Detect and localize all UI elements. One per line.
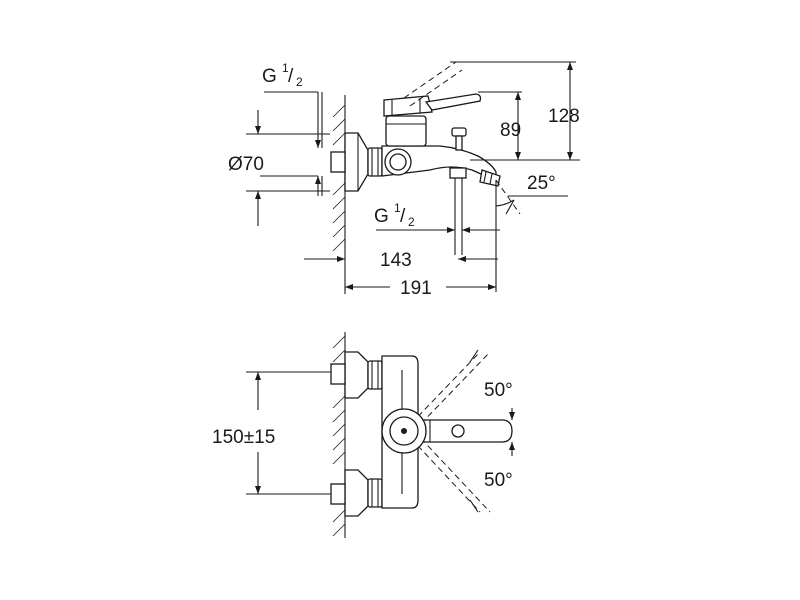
top-lever-swing bbox=[403, 351, 491, 513]
centre-distance-dimension: 150±15 bbox=[212, 371, 331, 495]
diameter-label: Ø70 bbox=[228, 154, 264, 175]
connector-nut bbox=[367, 147, 383, 177]
thread-bottom-sup: 1 bbox=[394, 201, 401, 215]
thread-top-sup: 1 bbox=[282, 61, 289, 75]
thread-top-prefix: G bbox=[262, 66, 277, 87]
lever-height-label: 89 bbox=[500, 120, 521, 141]
swing-up-label: 50° bbox=[484, 380, 513, 401]
diameter-dimension: Ø70 bbox=[228, 110, 330, 226]
top-view: 150±15 50° 50° bbox=[212, 332, 515, 538]
thread-top-dimension: G 1 / 2 bbox=[260, 61, 323, 196]
spout-outlet bbox=[479, 169, 501, 187]
swing-angle-dimensions: 50° 50° bbox=[469, 349, 515, 513]
thread-bottom-sub: 2 bbox=[408, 215, 415, 229]
side-wall bbox=[332, 95, 346, 258]
spout-angle-label: 25° bbox=[527, 173, 556, 194]
thread-bottom-dimension: G 1 / 2 bbox=[374, 201, 500, 233]
top-wall bbox=[332, 332, 346, 538]
total-depth-dimension: 191 bbox=[344, 258, 496, 299]
total-height-label: 128 bbox=[548, 106, 580, 127]
wall-rosette bbox=[330, 132, 369, 192]
thread-bottom-prefix: G bbox=[374, 206, 389, 227]
lever-swing-phantom bbox=[403, 61, 463, 107]
side-view: G 1 / 2 Ø70 89 128 bbox=[228, 61, 580, 299]
centre-distance-label: 150±15 bbox=[212, 427, 275, 448]
thread-top-sub: 2 bbox=[296, 75, 303, 89]
diverter-knob bbox=[451, 127, 467, 151]
thread-top-slash: / bbox=[288, 66, 294, 87]
mixer-body bbox=[381, 93, 497, 184]
upper-connection bbox=[330, 351, 383, 399]
spout-angle-dimension: 25° bbox=[495, 173, 568, 232]
total-depth-label: 191 bbox=[400, 278, 432, 299]
swing-down-label: 50° bbox=[484, 470, 513, 491]
spout-depth-dimension: 143 bbox=[304, 232, 498, 292]
spout-depth-label: 143 bbox=[380, 250, 412, 271]
thread-bottom-slash: / bbox=[400, 206, 406, 227]
top-lever bbox=[381, 408, 513, 454]
lower-connection bbox=[330, 469, 383, 517]
height-dimensions: 89 128 bbox=[450, 61, 580, 161]
shower-outlet bbox=[449, 167, 467, 255]
